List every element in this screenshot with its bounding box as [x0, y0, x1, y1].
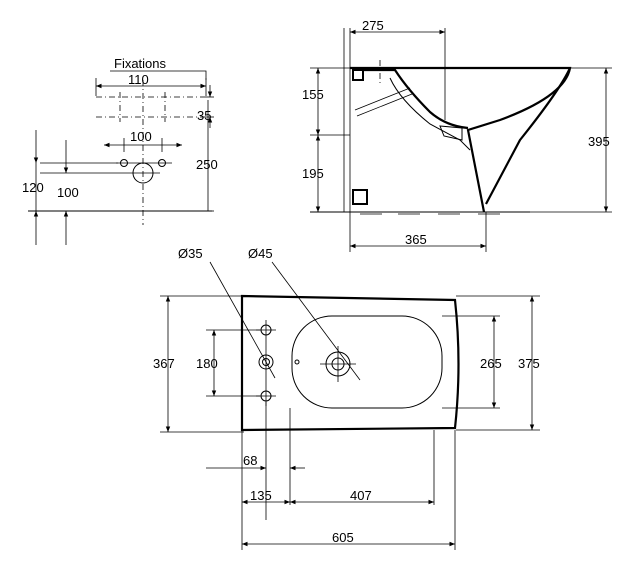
dim-label-365: 365: [405, 232, 427, 247]
fixations-leader: [110, 70, 207, 80]
dim-label-135: 135: [250, 488, 272, 503]
bowl-top-outline: [291, 315, 443, 409]
dim-label-395: 395: [588, 134, 610, 149]
bowl-inner-profile: [355, 68, 469, 130]
dim-label-110: 110: [128, 72, 149, 87]
dim-label-120: 120: [22, 180, 44, 195]
pipe-line: [356, 93, 413, 117]
dim-label-155: 155: [302, 87, 324, 102]
dim-label-275: 275: [362, 18, 384, 33]
dim-label-407: 407: [350, 488, 372, 503]
dim-label-375: 375: [518, 356, 540, 371]
dim-label-100-top: 100: [130, 129, 152, 144]
dim-label-d45: Ø45: [248, 246, 273, 261]
dim-label-100-left: 100: [57, 185, 79, 200]
bowl-inner-profile-lower: [389, 77, 471, 151]
fixing-bottom: [352, 189, 368, 205]
overflow-hole: [294, 359, 300, 365]
drain-outlet: [439, 125, 463, 141]
dim-label-195: 195: [302, 166, 324, 181]
side-view: 275 155 195 395 365: [302, 18, 612, 252]
bidet-front-outline: [485, 67, 572, 205]
dim-label-605: 605: [332, 530, 354, 545]
fixing-top: [352, 69, 364, 81]
dim-label-250: 250: [196, 157, 218, 172]
top-view: Ø35 Ø45 367 180 265 375 68: [153, 246, 540, 550]
leader-d35: [209, 261, 276, 379]
leader-d45: [271, 261, 361, 381]
pipe-line: [354, 87, 411, 111]
fixations-title: Fixations: [114, 56, 167, 71]
dim-label-68: 68: [243, 453, 257, 468]
dim-label-35: 35: [197, 108, 211, 123]
dim-label-265: 265: [480, 356, 502, 371]
dim-label-367: 367: [153, 356, 175, 371]
bidet-top-outline: [240, 294, 460, 432]
fixations-view: Fixations 110 35 100: [22, 56, 218, 245]
dim-label-180: 180: [196, 356, 218, 371]
dim-label-d35: Ø35: [178, 246, 203, 261]
